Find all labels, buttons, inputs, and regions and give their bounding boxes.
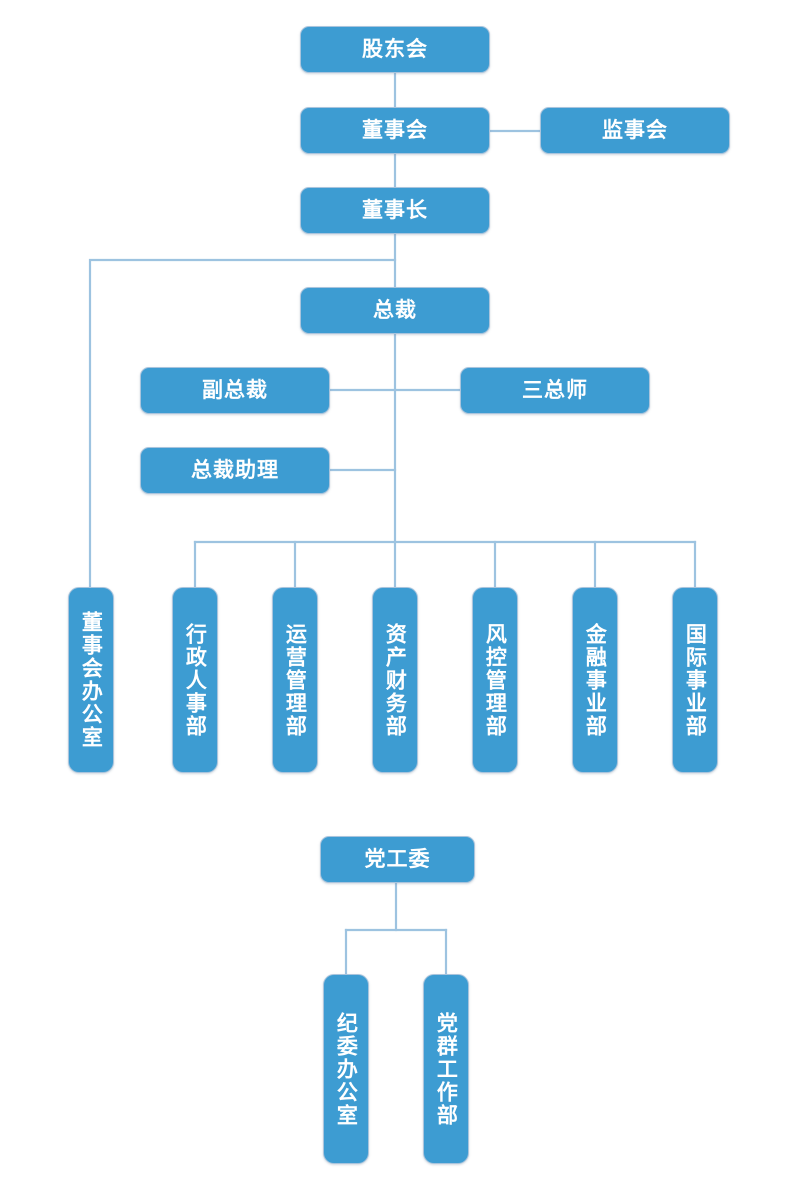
node-board-of-supervisors[interactable]: 监事会 [540,107,730,154]
node-label: 监事会 [602,117,668,142]
node-three-chief-engineers[interactable]: 三总师 [460,367,650,414]
node-admin-hr-dept[interactable]: 行政人事部 [172,587,218,773]
node-party-working-committee[interactable]: 党工委 [320,836,475,883]
node-international-business-unit[interactable]: 国际事业部 [672,587,718,773]
node-discipline-office[interactable]: 纪委办公室 [323,974,369,1164]
node-label: 资产财务部 [383,622,408,738]
node-label: 风控管理部 [483,622,508,738]
node-operations-mgmt-dept[interactable]: 运营管理部 [272,587,318,773]
node-label: 副总裁 [202,377,268,402]
node-board-of-directors[interactable]: 董事会 [300,107,490,154]
node-label: 三总师 [522,377,588,402]
node-label: 运营管理部 [283,622,308,738]
node-president[interactable]: 总裁 [300,287,490,334]
node-party-mass-work-dept[interactable]: 党群工作部 [423,974,469,1164]
node-label: 董事长 [362,197,428,222]
node-label: 董事会办公室 [79,611,104,749]
node-label: 股东会 [362,36,428,61]
node-label: 党群工作部 [434,1011,459,1127]
node-label: 金融事业部 [583,622,608,738]
node-vice-president[interactable]: 副总裁 [140,367,330,414]
node-board-office[interactable]: 董事会办公室 [68,587,114,773]
node-label: 总裁 [373,297,417,322]
node-label: 国际事业部 [683,622,708,738]
node-chairman[interactable]: 董事长 [300,187,490,234]
node-finance-business-unit[interactable]: 金融事业部 [572,587,618,773]
node-label: 行政人事部 [183,622,208,738]
node-label: 董事会 [362,117,428,142]
node-president-assistant[interactable]: 总裁助理 [140,447,330,494]
node-risk-control-dept[interactable]: 风控管理部 [472,587,518,773]
node-label: 总裁助理 [191,457,279,482]
node-label: 党工委 [364,846,431,871]
node-shareholders-meeting[interactable]: 股东会 [300,26,490,73]
node-label: 纪委办公室 [334,1011,359,1127]
node-asset-finance-dept[interactable]: 资产财务部 [372,587,418,773]
